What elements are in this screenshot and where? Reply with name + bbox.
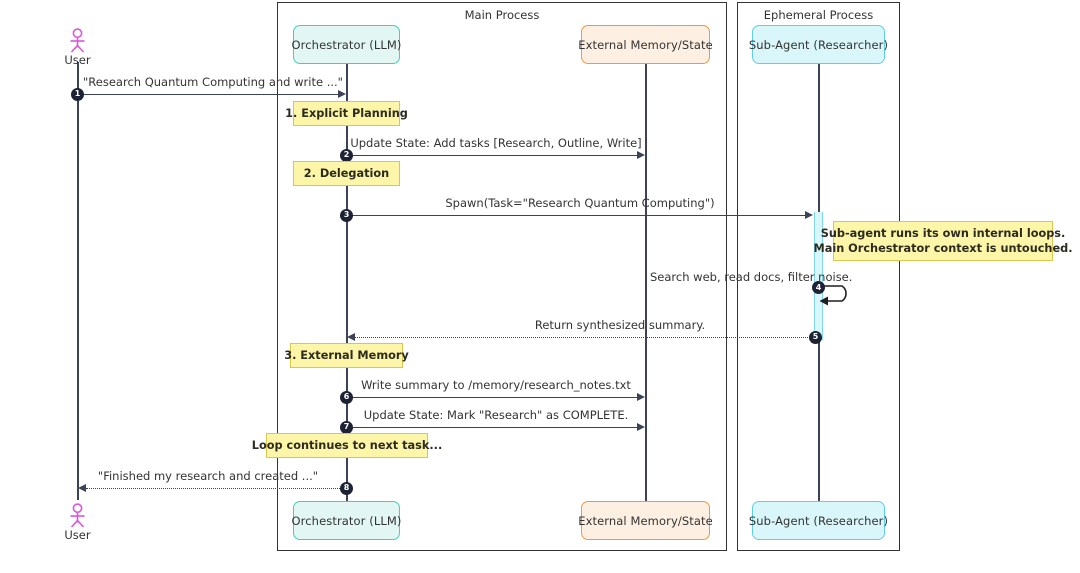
participant-external-memory-bottom-label: External Memory/State	[578, 513, 713, 528]
message-8-line	[86, 488, 344, 489]
participant-subagent-bottom[interactable]: Sub-Agent (Researcher)	[748, 501, 889, 540]
message-1-line	[78, 94, 338, 95]
participant-orchestrator-top-label: Orchestrator (LLM)	[291, 37, 402, 52]
message-7-seqnum: 7	[340, 420, 353, 434]
message-3-seqnum: 3	[340, 208, 353, 222]
message-3-label: Spawn(Task="Research Quantum Computing")	[445, 196, 715, 210]
message-3-arrowhead	[805, 210, 813, 219]
note-step-1-text: 1. Explicit Planning	[285, 106, 408, 120]
message-6-arrowhead	[637, 392, 645, 401]
lifeline-external-memory	[645, 64, 647, 501]
note-subagent-line-2: Main Orchestrator context is untouched.	[813, 242, 1073, 255]
message-7-line	[347, 427, 637, 428]
note-subagent-line-1: Sub-agent runs its own internal loops.	[820, 226, 1066, 240]
participant-subagent-top-label: Sub-Agent (Researcher)	[748, 37, 889, 52]
actor-user-bottom-label: User	[64, 528, 91, 542]
message-4-seqnum: 4	[812, 281, 825, 294]
message-1-label: "Research Quantum Computing and write ..…	[83, 75, 343, 89]
message-3-line	[347, 215, 805, 216]
participant-subagent-bottom-label: Sub-Agent (Researcher)	[748, 513, 889, 528]
note-step-1-explicit-planning: 1. Explicit Planning	[285, 101, 408, 126]
message-6-seqnum: 6	[340, 390, 353, 404]
participant-orchestrator-bottom-label: Orchestrator (LLM)	[291, 513, 402, 528]
message-2-seqnum: 2	[340, 148, 353, 162]
message-7-label: Update State: Mark "Research" as COMPLET…	[363, 408, 629, 422]
actor-user-top-icon	[63, 28, 92, 54]
message-1-arrowhead	[338, 89, 346, 98]
participant-orchestrator-top[interactable]: Orchestrator (LLM)	[291, 25, 402, 64]
note-loop-continues: Loop continues to next task...	[252, 433, 442, 458]
message-8-arrowhead	[78, 483, 86, 492]
frame-ephemeral-process	[737, 2, 900, 551]
message-6-label: Write summary to /memory/research_notes.…	[361, 378, 631, 392]
message-4-label: Search web, read docs, filter noise.	[650, 270, 853, 284]
lifeline-orchestrator	[346, 64, 348, 501]
participant-external-memory-top[interactable]: External Memory/State	[578, 25, 713, 64]
actor-user-top-label: User	[64, 53, 91, 67]
note-step-3-text: 3. External Memory	[284, 348, 409, 362]
message-5-arrowhead	[347, 332, 355, 341]
frame-main-process	[277, 2, 727, 551]
message-6-line	[347, 397, 637, 398]
actor-user-bottom-icon	[63, 503, 92, 529]
note-step-2-delegation: 2. Delegation	[293, 161, 400, 186]
participant-orchestrator-bottom[interactable]: Orchestrator (LLM)	[291, 501, 402, 540]
lifeline-user	[77, 62, 79, 500]
message-2-label: Update State: Add tasks [Research, Outli…	[350, 136, 642, 150]
participant-external-memory-bottom[interactable]: External Memory/State	[578, 501, 713, 540]
message-2-line	[347, 155, 637, 156]
message-2-arrowhead	[637, 150, 645, 159]
participant-external-memory-top-label: External Memory/State	[578, 37, 713, 52]
message-5-label: Return synthesized summary.	[534, 318, 706, 332]
message-5-seqnum: 5	[809, 330, 822, 344]
participant-subagent-top[interactable]: Sub-Agent (Researcher)	[748, 25, 889, 64]
message-1-seqnum: 1	[71, 87, 84, 101]
frame-ephemeral-process-label: Ephemeral Process	[763, 8, 874, 22]
activation-bar-subagent	[814, 212, 823, 340]
message-7-arrowhead	[637, 422, 645, 431]
frame-main-process-label: Main Process	[464, 8, 540, 22]
note-step-2-text: 2. Delegation	[303, 166, 390, 180]
message-4-selfloop-arrow	[818, 282, 862, 307]
message-5-line	[355, 337, 814, 338]
note-loop-text: Loop continues to next task...	[251, 438, 443, 452]
message-8-seqnum: 8	[340, 481, 353, 495]
message-8-label: "Finished my research and created ..."	[97, 469, 319, 483]
note-step-3-external-memory: 3. External Memory	[284, 343, 409, 368]
note-subagent-internal-loops: Sub-agent runs its own internal loops. M…	[813, 221, 1073, 261]
